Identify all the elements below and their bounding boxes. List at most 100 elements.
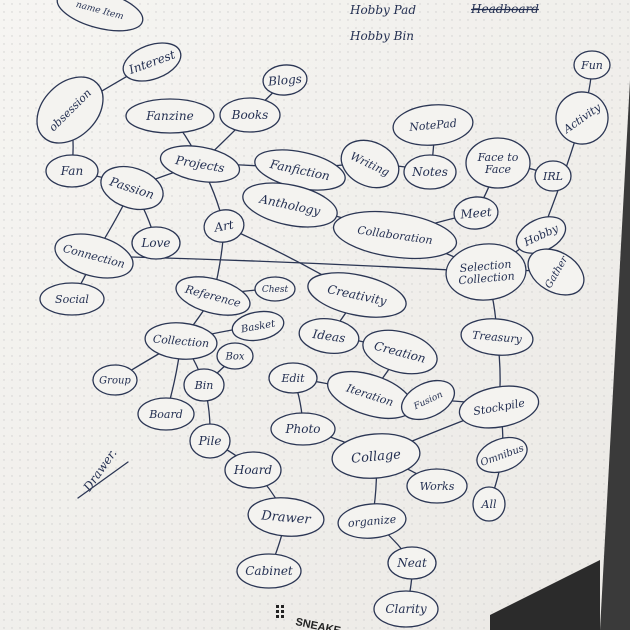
node-creation: Creation	[362, 329, 438, 375]
node-label: Photo	[284, 422, 320, 436]
node-label: Hoard	[233, 463, 273, 477]
node-label: organize	[347, 513, 397, 530]
node-interest: Interest	[122, 42, 182, 82]
node-group: Group	[92, 364, 138, 396]
bubble-outline	[406, 468, 468, 504]
bubble-outline	[203, 209, 245, 243]
bubble-outline	[400, 379, 456, 421]
bubble-outline	[262, 64, 308, 96]
bubble-outline	[159, 145, 241, 183]
bubble-outline	[331, 433, 421, 479]
node-passion: Passion	[100, 165, 164, 211]
node-label: Fun	[580, 59, 603, 72]
bubble-outline	[527, 248, 585, 296]
node-label: Collection	[458, 269, 515, 287]
node-label: Ideas	[311, 327, 346, 346]
node-meet: Meet	[453, 196, 499, 230]
node-label: Pile	[198, 434, 222, 448]
bubble-outline	[340, 139, 400, 189]
bubble-outline	[54, 233, 134, 279]
bubble-outline	[242, 182, 338, 228]
node-label: Chest	[262, 285, 289, 295]
node-collection: Collection	[144, 322, 218, 360]
bubble-outline	[144, 322, 218, 360]
node-board: Board	[137, 397, 195, 431]
node-basket: Basket	[231, 310, 285, 342]
node-label: Fanzine	[145, 109, 193, 123]
bubble-outline	[362, 329, 438, 375]
node-label: Drawer	[260, 508, 312, 527]
node-fusion: Fusion	[400, 379, 456, 421]
node-obsession: obsession	[36, 76, 104, 144]
node-chest: Chest	[254, 276, 296, 302]
node-label: Social	[55, 293, 89, 306]
node-collaboration: Collaboration	[332, 210, 458, 260]
node-label: Books	[231, 108, 269, 122]
drawer-note-underline	[77, 461, 129, 499]
node-label: Group	[99, 376, 131, 387]
node-bin: Bin	[183, 368, 225, 402]
node-label: Cabinet	[245, 564, 293, 578]
node-fanfiction: Fanfiction	[254, 149, 346, 191]
node-works: Works	[406, 468, 468, 504]
node-label: Art	[212, 218, 235, 235]
node-photo: Photo	[270, 412, 336, 446]
node-label: IRL	[542, 170, 563, 183]
page-edge-dark	[490, 560, 600, 630]
node-iteration: Iteration	[327, 370, 413, 420]
node-edit: Edit	[268, 362, 318, 394]
node-activity: Activity	[555, 91, 609, 145]
bubble-outline	[100, 165, 164, 211]
bubble-outline	[270, 412, 336, 446]
node-label: Bin	[194, 379, 214, 392]
node-creativity: Creativity	[307, 272, 407, 318]
node-label: Face	[484, 163, 512, 176]
node-label: Neat	[396, 556, 427, 570]
node-label: Hobby Bin	[349, 29, 414, 43]
bubble-outline	[392, 104, 474, 146]
bubble-outline	[472, 486, 506, 522]
bubble-outline	[216, 342, 254, 370]
node-label: Hobby Pad	[349, 3, 416, 17]
node-ideas: Ideas	[298, 318, 360, 354]
node-label: All	[481, 498, 497, 511]
node-label: Treasury	[472, 329, 524, 346]
bubble-outline	[458, 385, 540, 429]
node-name-item: name Item	[56, 0, 144, 32]
node-box: Box	[216, 342, 254, 370]
node-reference: Reference	[175, 276, 251, 316]
bubble-outline	[247, 497, 325, 537]
bubble-outline	[56, 0, 144, 32]
node-label: NotePad	[408, 117, 458, 134]
node-love: Love	[131, 226, 181, 260]
node-hobby-pad: Hobby Pad	[349, 3, 416, 17]
node-notepad: NotePad	[392, 104, 474, 146]
node-writing: Writing	[340, 139, 400, 189]
bubble-outline	[125, 98, 215, 134]
node-label: Clarity	[385, 602, 427, 616]
bubble-outline	[183, 368, 225, 402]
node-hobby: Hobby	[515, 216, 567, 254]
bubble-outline	[460, 318, 534, 356]
node-cabinet: Cabinet	[236, 553, 302, 589]
node-label: Face to	[477, 151, 519, 164]
node-omnibus: Omnibus	[476, 436, 528, 474]
bubble-outline	[298, 318, 360, 354]
bubble-outline	[219, 97, 281, 133]
node-label: Meet	[459, 205, 493, 222]
node-label: Fan	[60, 164, 83, 178]
bubble-outline	[373, 590, 439, 628]
node-neat: Neat	[387, 546, 437, 580]
bubble-outline	[573, 50, 611, 80]
bubble-outline	[224, 451, 282, 489]
bubble-outline	[453, 196, 499, 230]
bubble-outline	[254, 276, 296, 302]
bubble-outline	[39, 282, 105, 316]
node-label: Blogs	[267, 72, 303, 89]
bubble-outline	[387, 546, 437, 580]
node-irl: IRL	[534, 160, 572, 192]
bubble-outline	[231, 310, 285, 342]
node-all: All	[472, 486, 506, 522]
node-blogs: Blogs	[262, 64, 308, 96]
